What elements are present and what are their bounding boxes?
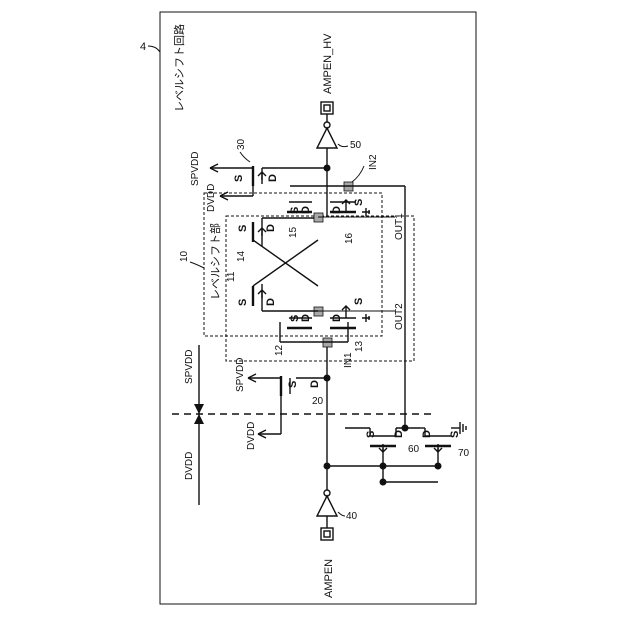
tr20-drain-label: D: [309, 380, 321, 388]
tr12-drain-label: D: [300, 314, 312, 322]
tr16-drain-label: D: [331, 206, 343, 214]
ref-50: 50: [350, 140, 362, 151]
ref-16: 16: [344, 232, 355, 244]
tr11-arrow: [258, 290, 266, 298]
domain-high-label: SPVDD: [184, 350, 195, 384]
ref-12: 12: [274, 344, 285, 356]
ref-40: 40: [346, 511, 358, 522]
ref-30: 30: [236, 138, 247, 150]
input-pad: [321, 528, 333, 540]
tr60-source-label: S: [365, 431, 377, 438]
figure-ref-leader: [148, 46, 160, 52]
tr60-drain-label: D: [393, 430, 405, 438]
output-buffer-50: [317, 128, 337, 148]
output-pad: [321, 102, 333, 114]
tr13-ground: [362, 314, 370, 322]
figure-ref-number: 4: [140, 41, 146, 53]
input-pad-inner: [324, 531, 330, 537]
tr14-drain-label: D: [265, 224, 277, 232]
output-pad-inner: [324, 105, 330, 111]
tr30-spvdd-label: SPVDD: [190, 152, 201, 186]
tr20-spvdd-label: SPVDD: [235, 358, 246, 392]
tr11-drain-label: D: [265, 298, 277, 306]
tr16-ground: [362, 208, 370, 216]
input-signal-label: AMPEN: [323, 559, 335, 598]
block-ref-leader: [190, 262, 204, 268]
out1-label: OUT1: [394, 213, 405, 240]
tr30-source-label: S: [233, 175, 245, 182]
in2-label: IN2: [368, 154, 379, 170]
ref-30-leader: [240, 152, 250, 162]
figure-title: レベルシフト回路: [173, 24, 186, 112]
domain-low-label: DVDD: [184, 452, 195, 480]
level-shift-block-label: レベルシフト部: [208, 223, 222, 300]
ref-60: 60: [408, 444, 420, 455]
tr13-drain-label: D: [331, 314, 343, 322]
in1-label: IN1: [343, 352, 354, 368]
tr13-source-label: S: [353, 298, 365, 305]
tr13-arrow: [342, 306, 350, 318]
output-signal-label: AMPEN_HV: [322, 33, 334, 94]
ref-11: 11: [226, 271, 237, 282]
tr11-source-label: S: [237, 299, 249, 306]
tr30-arrow: [258, 172, 266, 180]
tr15-drain-label: D: [300, 206, 312, 214]
ref-50-leader: [338, 144, 348, 147]
in2-leader: [352, 166, 364, 182]
junction-gate-70: [435, 463, 442, 470]
tr16-source-label: S: [353, 199, 365, 206]
ref-15: 15: [288, 226, 299, 238]
ref-40-leader: [338, 512, 345, 516]
tr20-source-label: S: [287, 381, 299, 388]
tr20-dvdd-label: DVDD: [246, 422, 257, 450]
input-buffer-40: [317, 496, 337, 516]
tr70-source-label: S: [449, 431, 461, 438]
ref-20: 20: [312, 396, 324, 407]
ref-14: 14: [236, 250, 247, 262]
domain-arrow-up: [194, 404, 204, 414]
tr30-drain-label: D: [267, 174, 279, 182]
ref-13: 13: [354, 340, 365, 352]
level-shift-block-ref: 10: [179, 250, 190, 262]
domain-arrow-down: [194, 414, 204, 424]
tr30-dvdd-label: DVDD: [206, 184, 217, 212]
ref-70: 70: [458, 448, 470, 459]
out2-label: OUT2: [394, 303, 405, 330]
tr70-drain-label: D: [421, 430, 433, 438]
tr14-source-label: S: [237, 225, 249, 232]
